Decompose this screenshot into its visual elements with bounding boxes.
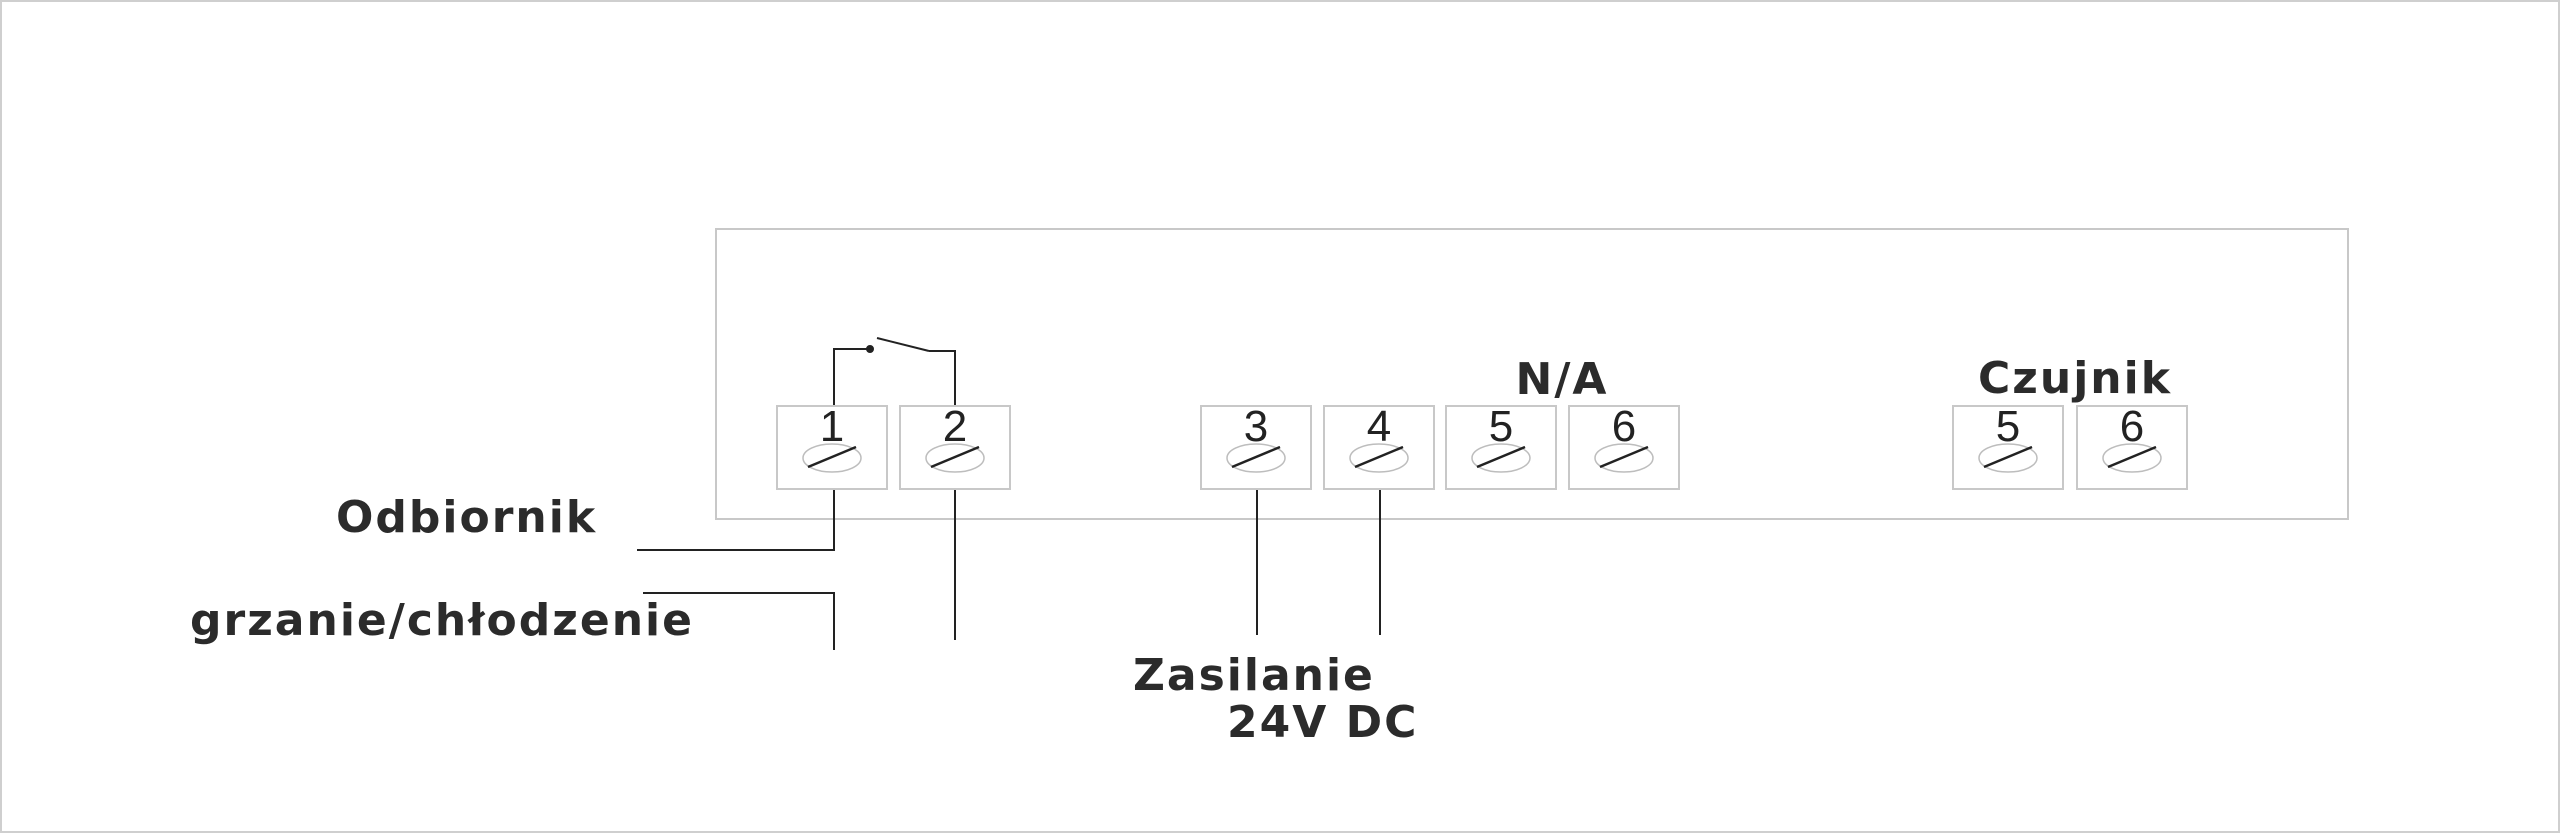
terminal-box <box>2076 405 2188 490</box>
terminal-box <box>1323 405 1435 490</box>
terminal-box <box>899 405 1011 490</box>
screw-icon <box>925 443 985 473</box>
screw-slot <box>1476 445 1526 469</box>
screw-slot <box>807 445 857 469</box>
screw-icon <box>1594 443 1654 473</box>
screw-icon <box>1226 443 1286 473</box>
screw-slot <box>1599 445 1649 469</box>
terminal-box <box>1200 405 1312 490</box>
sensor-label: Czujnik <box>1978 353 2172 404</box>
terminal-box <box>1445 405 1557 490</box>
screw-icon <box>1349 443 1409 473</box>
terminal-number: 5 <box>1489 402 1513 451</box>
terminal-box <box>1952 405 2064 490</box>
screw-icon <box>1471 443 1531 473</box>
device-housing <box>715 228 2349 520</box>
terminal-box <box>1568 405 1680 490</box>
terminal-t5: 5 <box>1445 402 1557 490</box>
relay-contact <box>833 337 956 407</box>
screw-slot <box>1231 445 1281 469</box>
voltage-label: 24V DC <box>1227 697 1418 748</box>
terminal-number: 6 <box>2120 402 2144 451</box>
terminal-number: 3 <box>1244 402 1268 451</box>
mode-label: grzanie/chłodzenie <box>190 595 694 646</box>
na-label: N/A <box>1516 354 1609 405</box>
terminal-number: 6 <box>1612 402 1636 451</box>
screw-slot <box>1354 445 1404 469</box>
terminal-blocks: 1 2 3 4 5 6 5 6 <box>776 402 2188 490</box>
screw-slot <box>1983 445 2033 469</box>
terminal-t3: 3 <box>1200 402 1312 490</box>
terminal-number: 1 <box>820 402 844 451</box>
terminal-box <box>776 405 888 490</box>
screw-slot <box>2107 445 2157 469</box>
screw-icon <box>2102 443 2162 473</box>
power-wires <box>1256 490 1381 635</box>
terminal-number: 2 <box>943 402 967 451</box>
load-label: Odbiornik <box>336 492 597 543</box>
terminal-t4: 4 <box>1323 402 1435 490</box>
terminal-number: 5 <box>1996 402 2020 451</box>
load-wires <box>637 490 956 650</box>
terminal-t2: 2 <box>899 402 1011 490</box>
power-label: Zasilanie <box>1133 650 1375 701</box>
terminal-s6: 6 <box>2076 402 2188 490</box>
terminal-s5: 5 <box>1952 402 2064 490</box>
screw-icon <box>802 443 862 473</box>
terminal-number: 4 <box>1367 402 1391 451</box>
terminal-t1: 1 <box>776 402 888 490</box>
screw-slot <box>930 445 980 469</box>
screw-icon <box>1978 443 2038 473</box>
terminal-t6: 6 <box>1568 402 1680 490</box>
